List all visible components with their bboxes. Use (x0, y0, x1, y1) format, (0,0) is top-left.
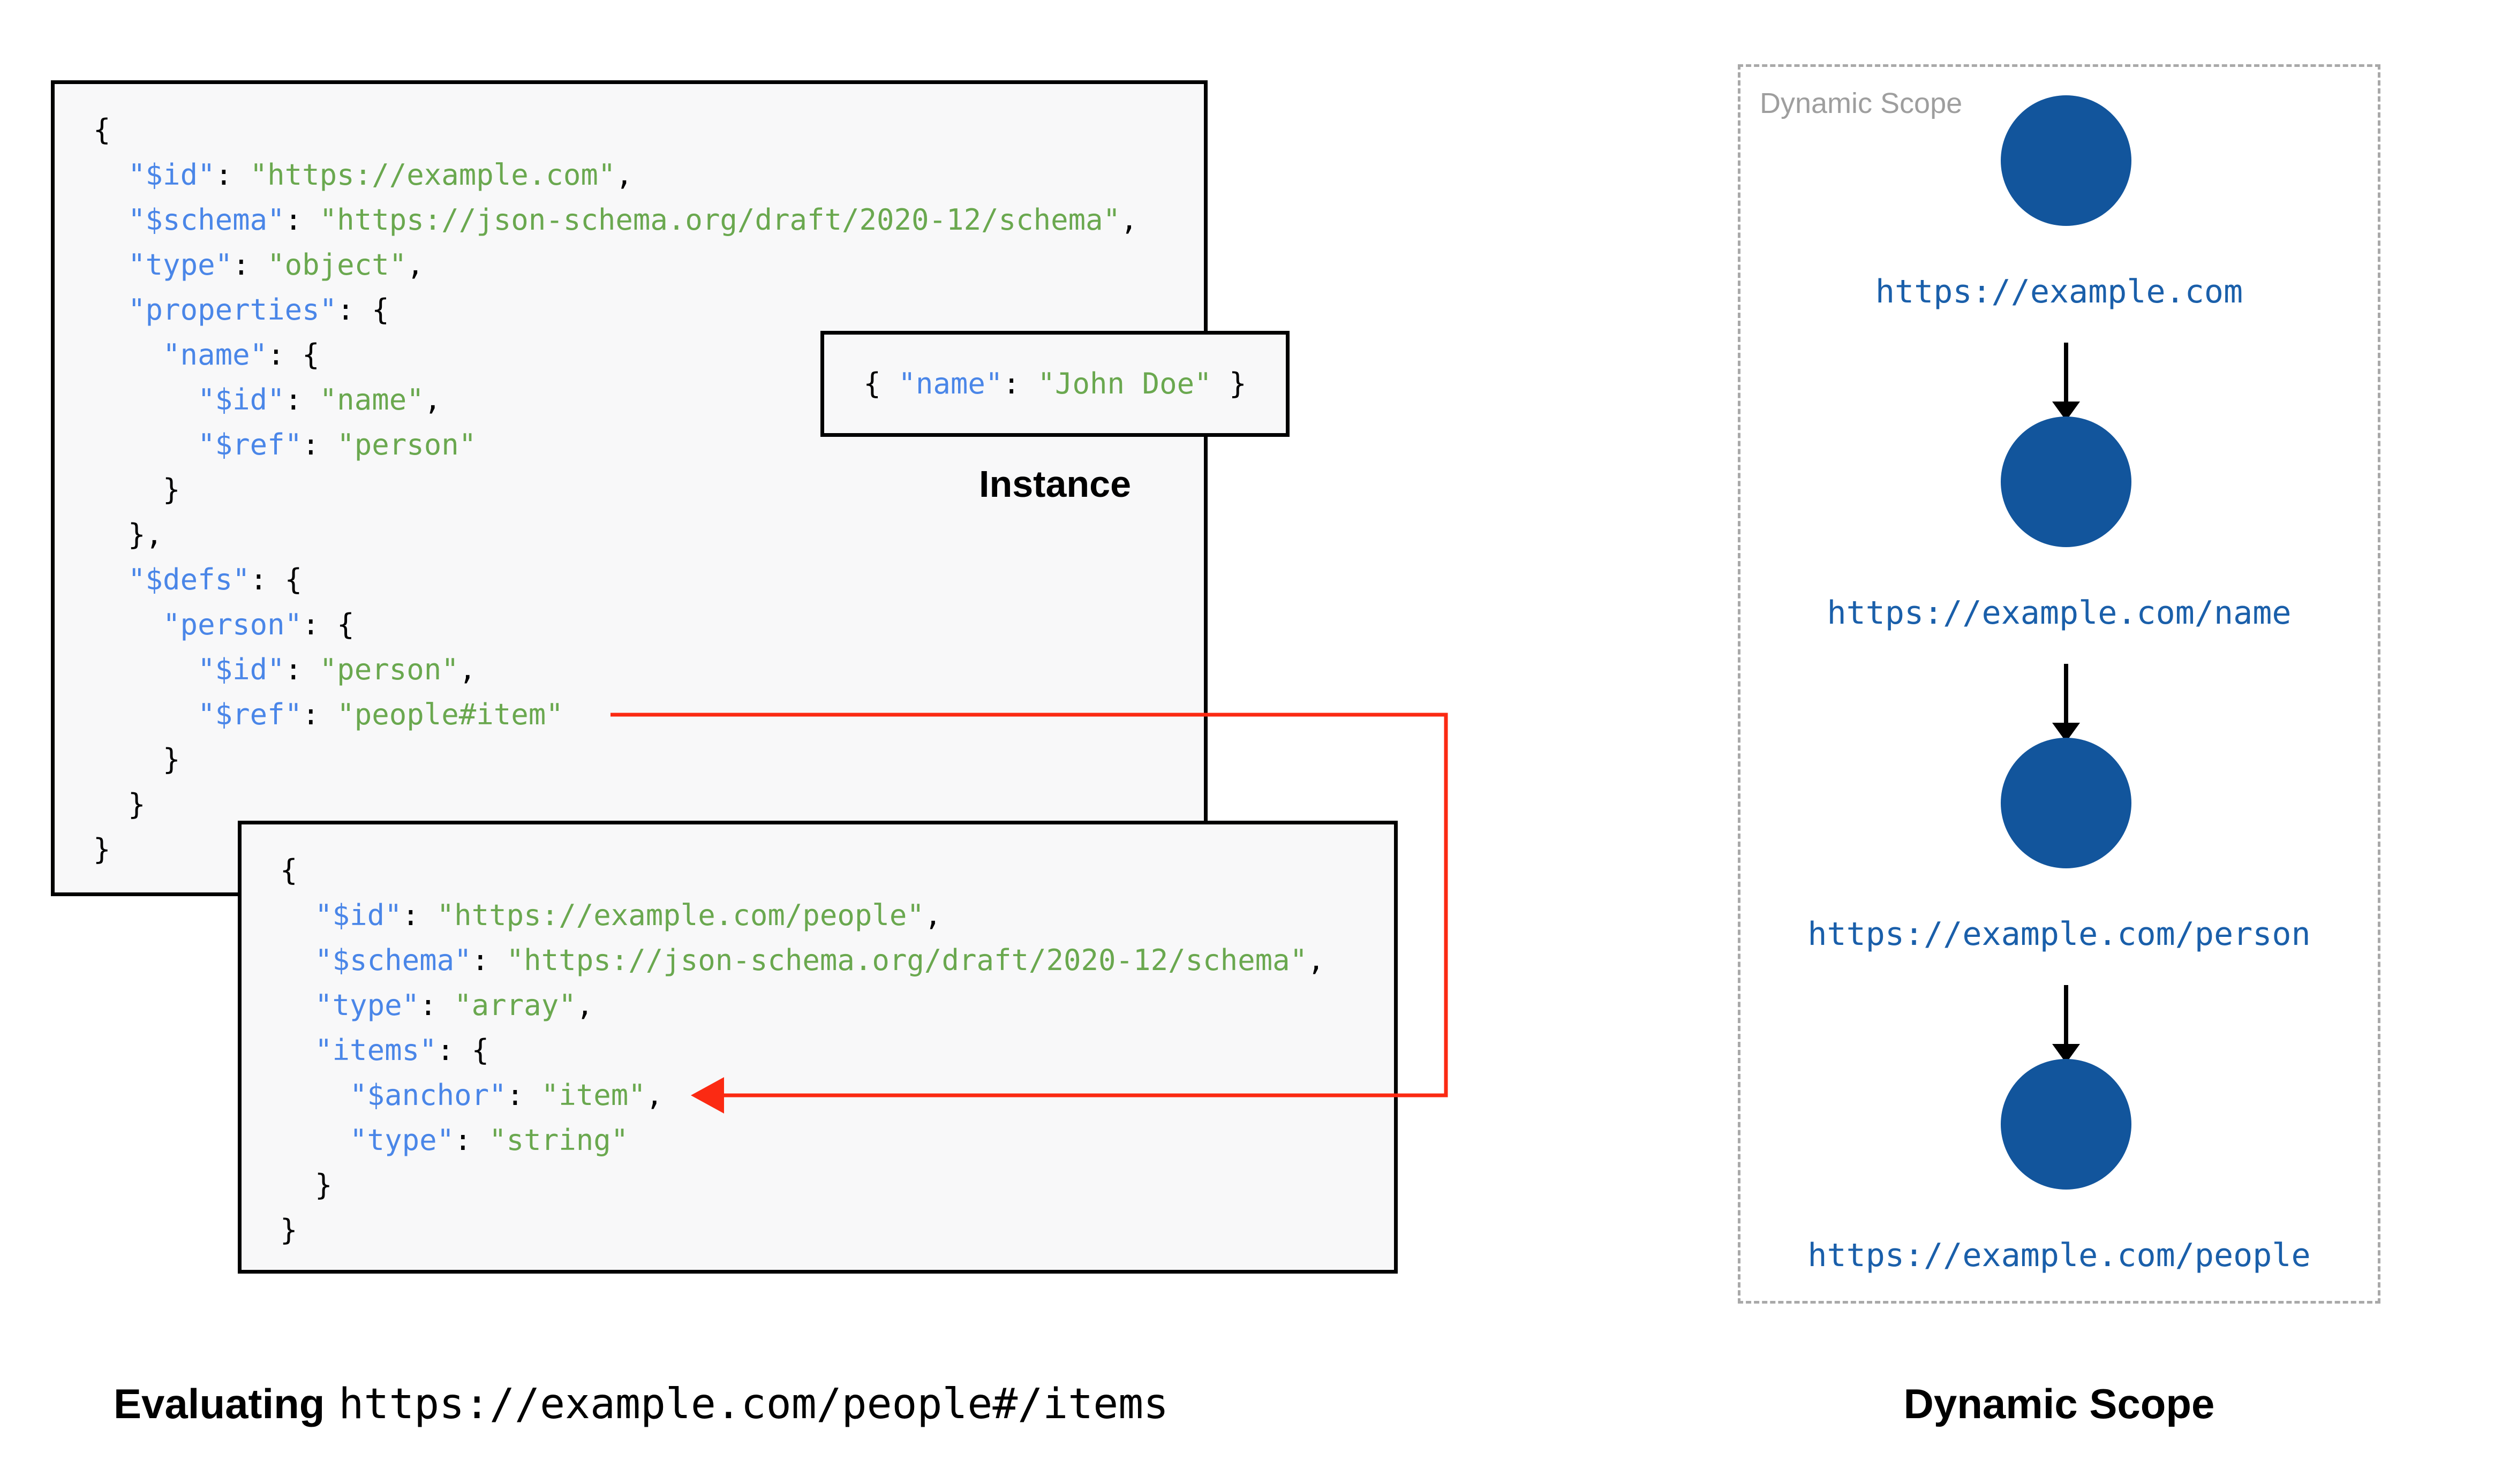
code-line: "name": { (163, 338, 320, 372)
dynamic-scope-panel-label: Dynamic Scope (1760, 87, 1963, 119)
code-line: "$anchor": "item", (350, 1078, 664, 1112)
code-line: } (93, 743, 180, 776)
code-line: "type": "string" (350, 1123, 629, 1157)
dynamic-scope-caption: Dynamic Scope (1903, 1380, 2215, 1427)
code-line: "$id": "https://example.com", (128, 158, 633, 192)
code-line: "$ref": "people#item" (198, 698, 563, 731)
code-line: "$id": "person", (198, 653, 477, 686)
code-line: "items": { (315, 1033, 489, 1067)
code-line: } (280, 1213, 298, 1247)
code-line: } (280, 1168, 333, 1202)
code-line: { "name": "John Doe" } (863, 367, 1247, 400)
code-line: "$id": "name", (198, 383, 442, 417)
evaluating-caption: Evaluating https://example.com/people#/it… (114, 1378, 1169, 1430)
schema-people-code: { "$id": "https://example.com/people", "… (280, 848, 1394, 1253)
code-line: { (93, 113, 111, 147)
down-arrow-icon (2052, 985, 2080, 1063)
code-line: "type": "array", (315, 988, 594, 1022)
code-line: "$id": "https://example.com/people", (315, 898, 942, 932)
code-line: }, (93, 518, 163, 551)
code-line: "person": { (163, 608, 355, 641)
code-line: "$schema": "https://json-schema.org/draf… (315, 943, 1325, 977)
evaluating-caption-uri: https://example.com/people#/items (338, 1380, 1169, 1428)
scope-node-label: https://example.com (1875, 273, 2243, 311)
instance-code: { "name": "John Doe" } (863, 361, 1246, 406)
dynamic-scope-panel: Dynamic Scope (1738, 64, 2380, 1304)
code-line: "$schema": "https://json-schema.org/draf… (128, 203, 1138, 237)
scope-node-label: https://example.com/people (1807, 1237, 2311, 1274)
down-arrow-icon (2052, 664, 2080, 742)
scope-node-circle (2001, 738, 2131, 868)
evaluating-caption-prefix: Evaluating (114, 1380, 325, 1427)
code-line: } (93, 473, 180, 506)
schema-box-people: { "$id": "https://example.com/people", "… (238, 821, 1398, 1274)
code-line: "properties": { (128, 293, 389, 327)
scope-node-circle (2001, 417, 2131, 547)
code-line: "type": "object", (128, 248, 424, 282)
scope-node-circle (2001, 1059, 2131, 1190)
code-line: "$ref": "person" (198, 428, 477, 461)
instance-box: { "name": "John Doe" } (820, 331, 1290, 437)
down-arrow-icon (2052, 343, 2080, 421)
schema-root-code: { "$id": "https://example.com", "$schema… (93, 108, 1204, 872)
code-line: "$defs": { (128, 563, 303, 596)
code-line: } (93, 788, 146, 821)
scope-node-circle (2001, 95, 2131, 226)
scope-node-label: https://example.com/person (1807, 915, 2311, 953)
scope-node-label: https://example.com/name (1827, 594, 2292, 632)
instance-label: Instance (979, 463, 1131, 505)
code-line: } (93, 832, 111, 866)
code-line: { (280, 853, 298, 887)
